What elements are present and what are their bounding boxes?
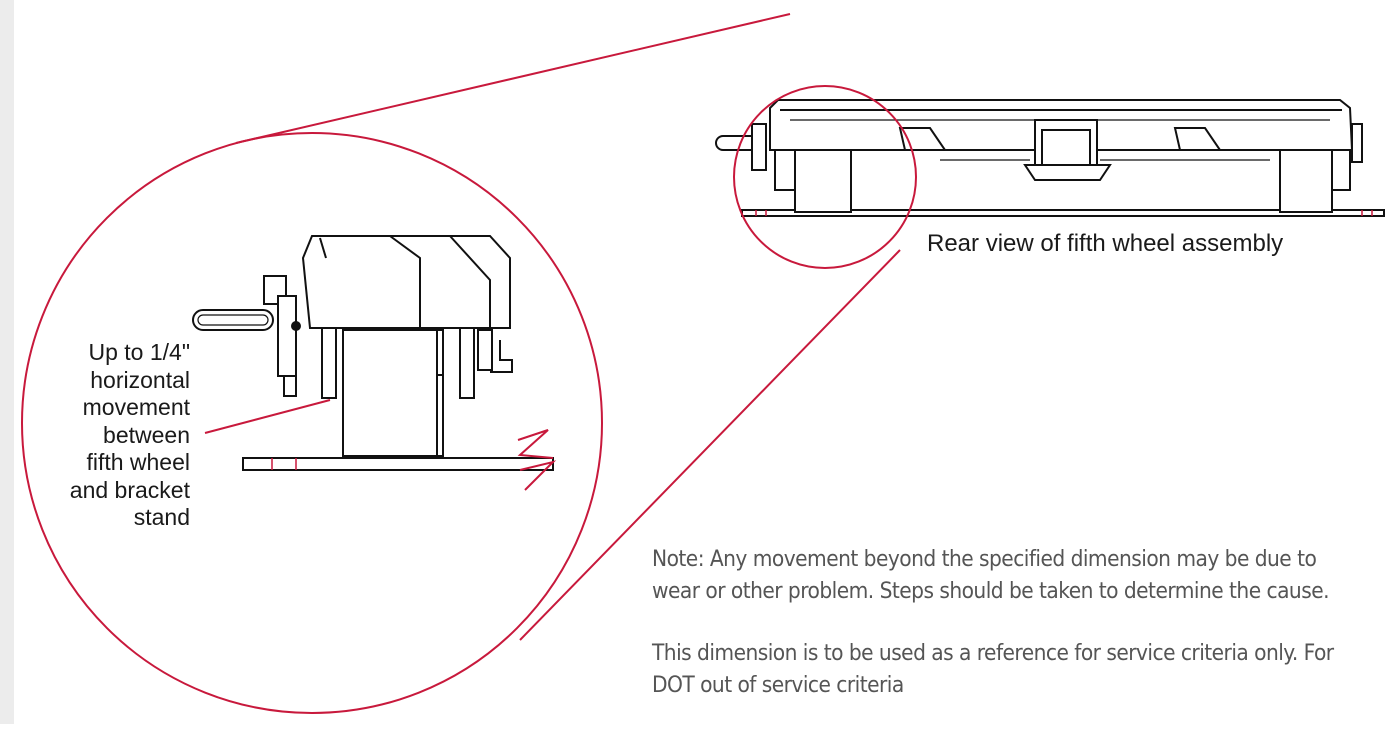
enlarged-side-detail [192, 235, 557, 491]
movement-label-line: fifth wheel [86, 449, 190, 475]
movement-label-line: horizontal [90, 366, 190, 393]
rear-view-assembly [715, 99, 1385, 217]
note-paragraph: Note: Any movement beyond the specified … [652, 547, 1330, 604]
detail-red-ticks [271, 458, 297, 470]
movement-label: Up to 1/4" horizontal movement between f… [30, 339, 190, 532]
movement-label-line: movement [82, 394, 190, 420]
callout-line-top [235, 13, 791, 144]
left-edge-strip [0, 0, 14, 724]
rear-view-red-ticks [755, 210, 1373, 216]
rear-view-label: Rear view of fifth wheel assembly [927, 230, 1284, 257]
detail-circle-large [21, 132, 603, 714]
movement-label-line: Up to 1/4" [88, 339, 190, 365]
movement-label-line: between [103, 421, 190, 448]
movement-leader-line [204, 399, 331, 434]
notes-block: Note: Any movement beyond the specified … [652, 544, 1334, 732]
movement-label-line: stand [133, 504, 190, 530]
detail-circle-small [733, 85, 917, 269]
reference-paragraph: This dimension is to be used as a refere… [652, 641, 1334, 698]
movement-label-line: and bracket [69, 476, 190, 503]
callout-line-bottom [519, 249, 901, 641]
magnifier-callout [21, 13, 917, 714]
